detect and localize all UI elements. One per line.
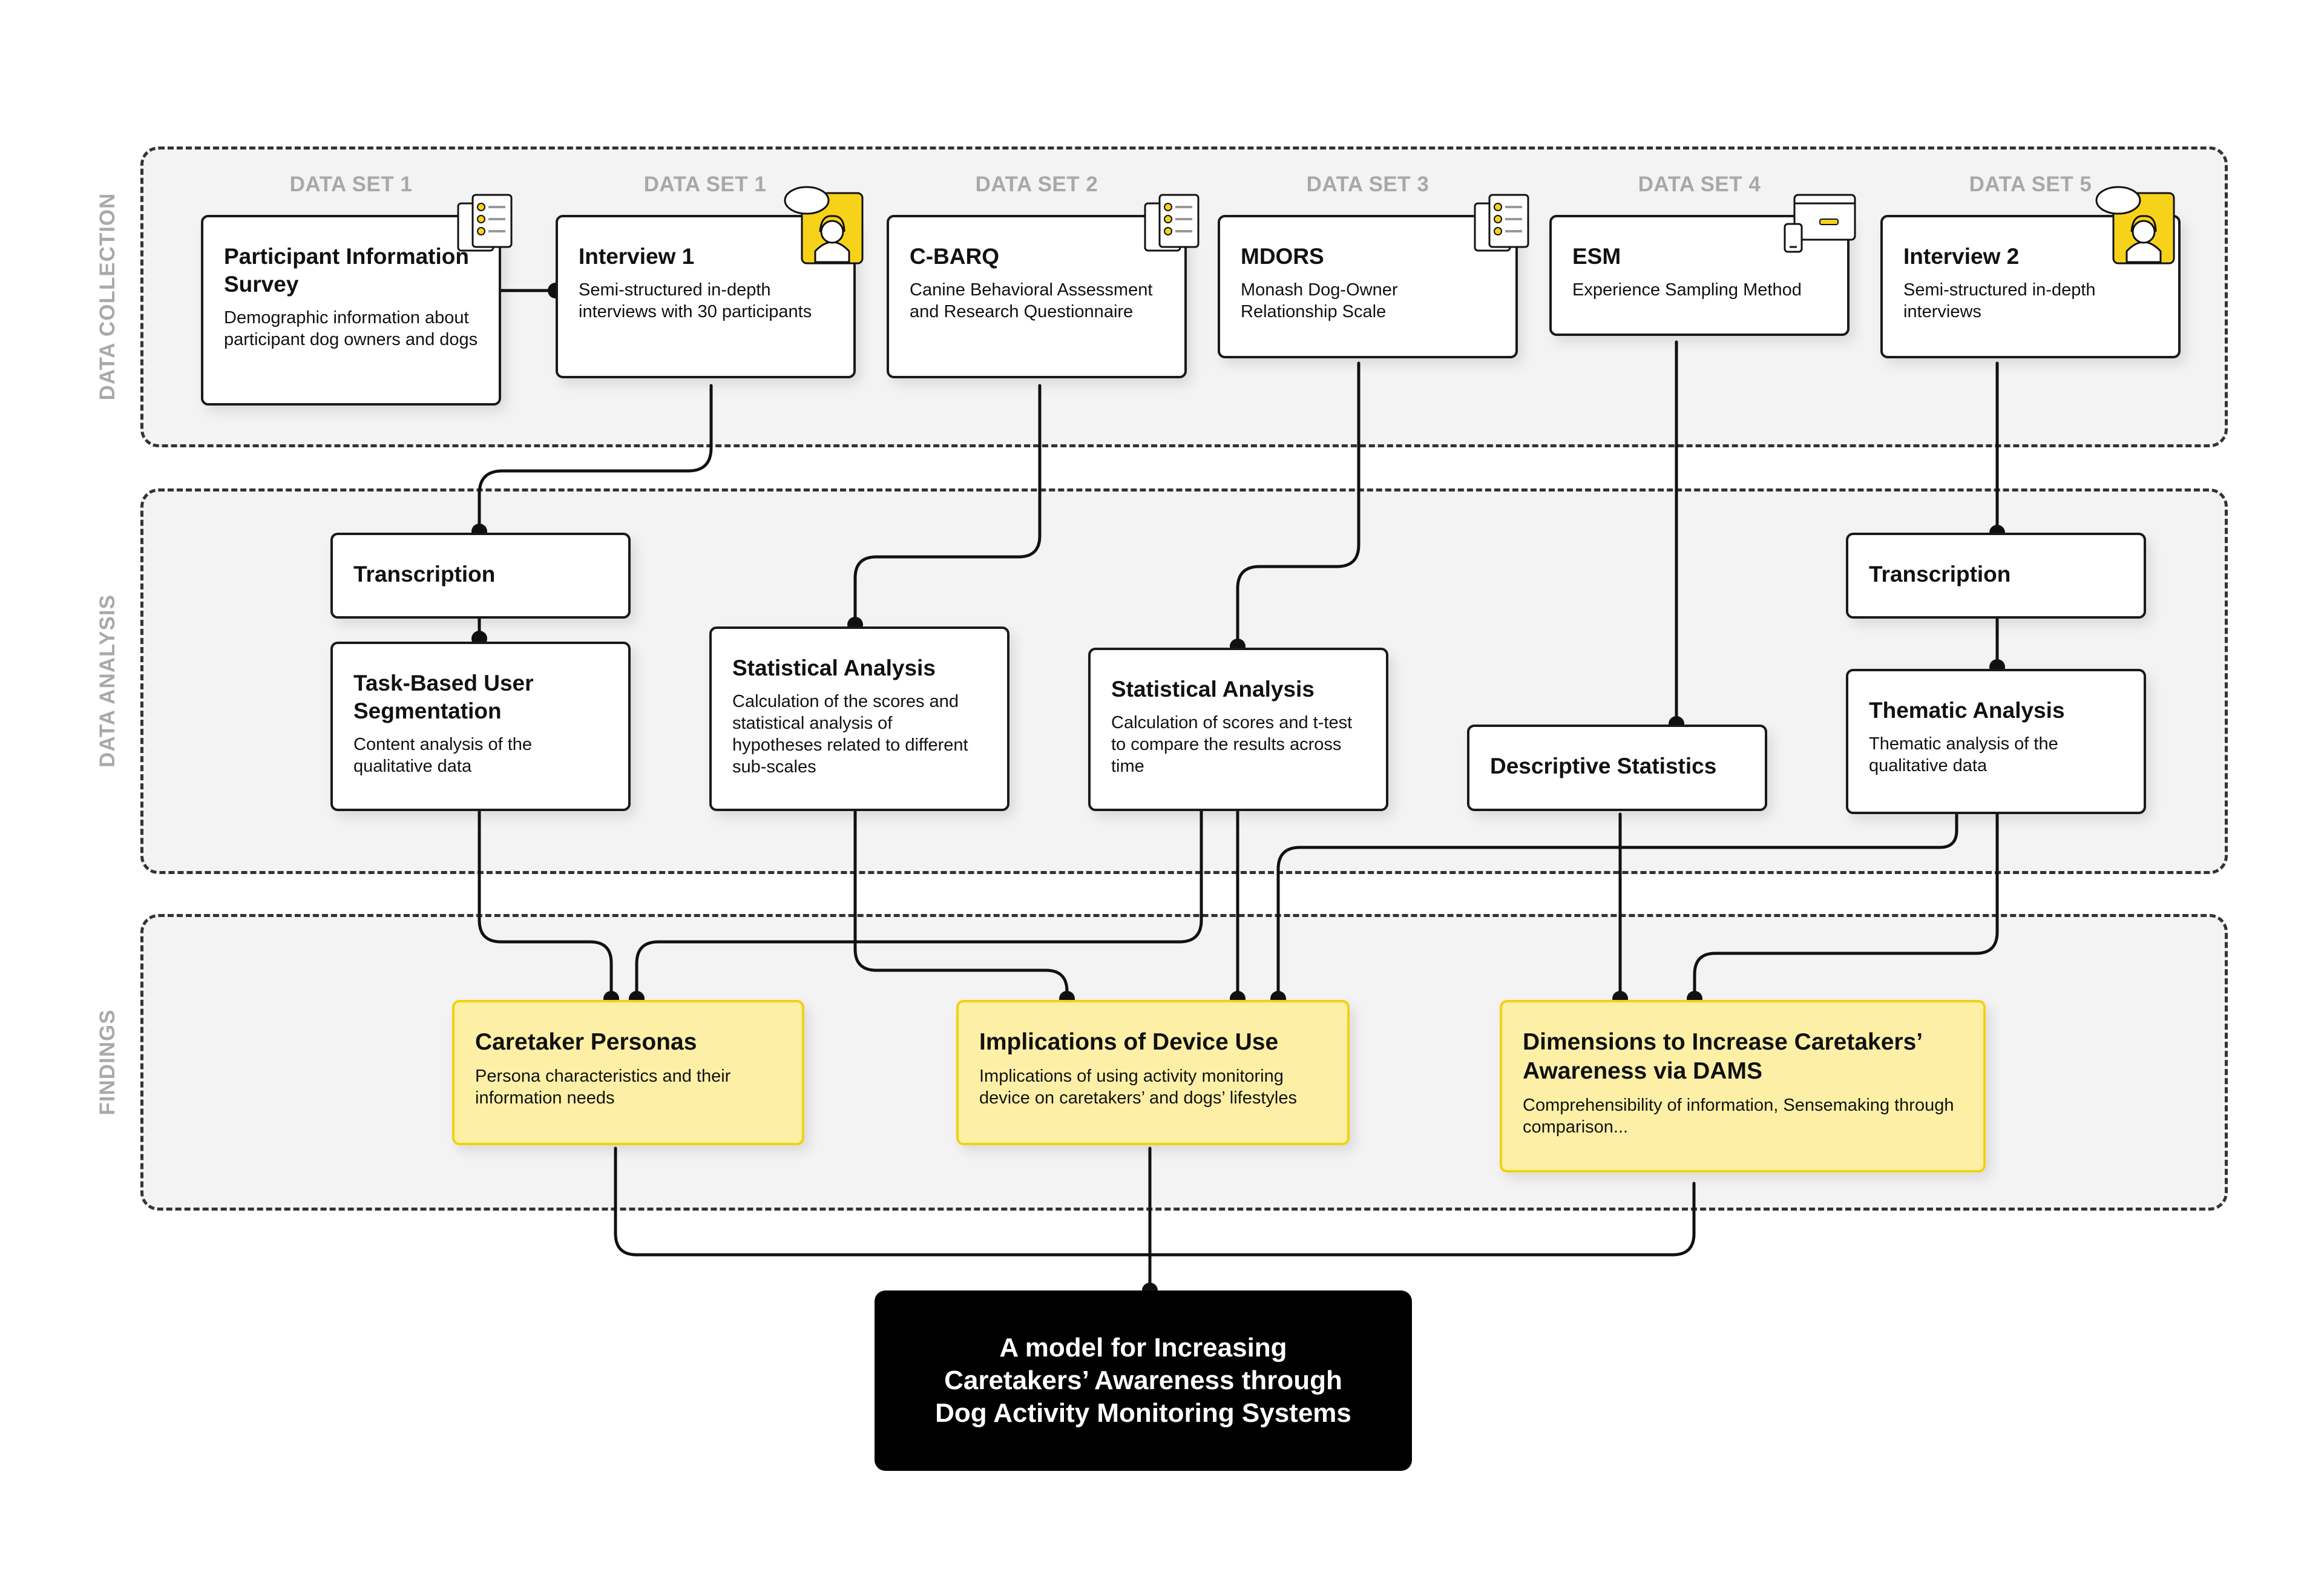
card-description: Thematic analysis of the qualitative dat… — [1869, 734, 2058, 775]
card-cbarq: C-BARQ Canine Behavioral Assessment and … — [887, 215, 1187, 378]
card-statistical-analysis-2: Statistical Analysis Calculation of scor… — [1088, 648, 1388, 811]
card-description: Calculation of the scores and statistica… — [732, 692, 968, 777]
card-dimensions-dams: Dimensions to Increase Caretakers’ Aware… — [1500, 1000, 1986, 1172]
final-model-line: Dog Activity Monitoring Systems — [935, 1398, 1351, 1428]
card-description: Comprehensibility of information, Sensem… — [1523, 1096, 1954, 1137]
final-model-line: A model for Increasing — [999, 1333, 1287, 1363]
final-model-box: A model for Increasing Caretakers’ Aware… — [875, 1290, 1412, 1471]
card-title: Participant Information Survey — [224, 244, 469, 297]
card-title: Thematic Analysis — [1869, 698, 2065, 723]
card-transcription-1: Transcription — [330, 533, 631, 619]
data-collection-label: DATA COLLECTION — [96, 192, 119, 401]
card-title: Interview 1 — [579, 244, 695, 269]
checklist-icon — [1144, 194, 1200, 252]
card-title: Descriptive Statistics — [1490, 754, 1717, 778]
dataset-label: DATA SET 5 — [1969, 173, 2092, 196]
card-implications-device-use: Implications of Device Use Implications … — [956, 1000, 1350, 1145]
findings-label: FINDINGS — [96, 1009, 119, 1116]
card-thematic-analysis: Thematic Analysis Thematic analysis of t… — [1846, 669, 2146, 814]
connector-thematic-dimensions — [1693, 812, 1999, 1001]
dataset-label: DATA SET 1 — [289, 173, 413, 196]
dataset-label: DATA SET 2 — [975, 173, 1098, 196]
card-description: Calculation of scores and t-test to comp… — [1111, 713, 1353, 776]
dataset-label: DATA SET 4 — [1638, 173, 1761, 196]
connector-findings-merge — [614, 1146, 1696, 1257]
card-title: MDORS — [1241, 244, 1324, 269]
card-description: Monash Dog-Owner Relationship Scale — [1241, 280, 1398, 321]
connector-stats1-implications — [853, 809, 1069, 1001]
card-title: Transcription — [1869, 562, 2011, 587]
connector-thematic-implications — [1276, 812, 1958, 1001]
dataset-label: DATA SET 1 — [643, 173, 767, 196]
card-title: Transcription — [353, 562, 496, 587]
card-description: Implications of using activity monitorin… — [979, 1067, 1297, 1108]
connector-mdors-stats — [1236, 361, 1361, 648]
card-description: Semi-structured in-depth interviews — [1903, 280, 2096, 321]
card-description: Content analysis of the qualitative data — [353, 735, 533, 776]
card-interview-1: Interview 1 Semi-structured in-depth int… — [556, 215, 856, 378]
checklist-icon — [1474, 194, 1529, 252]
card-descriptive-statistics: Descriptive Statistics — [1467, 725, 1767, 811]
card-title: Statistical Analysis — [1111, 677, 1315, 702]
person-speech-icon — [784, 186, 864, 265]
card-title: C-BARQ — [910, 244, 999, 269]
card-caretaker-personas: Caretaker Personas Persona characteristi… — [452, 1000, 804, 1145]
card-task-based-segmentation: Task-Based User Segmentation Content ana… — [330, 642, 631, 811]
connector-interview1-transcription — [478, 384, 713, 533]
card-description: Experience Sampling Method — [1572, 280, 1802, 300]
device-icon — [1784, 194, 1856, 253]
checklist-icon — [457, 194, 513, 252]
card-title: Caretaker Personas — [475, 1029, 697, 1055]
card-participant-survey: Participant Information Survey Demograph… — [201, 215, 501, 406]
card-title: Dimensions to Increase Caretakers’ Aware… — [1523, 1029, 1922, 1084]
connector-stats2-personas — [635, 809, 1203, 1001]
card-description: Persona characteristics and their inform… — [475, 1067, 731, 1108]
connector-cbarq-stats — [853, 384, 1042, 626]
card-title: Implications of Device Use — [979, 1029, 1279, 1055]
card-title: Statistical Analysis — [732, 656, 936, 680]
card-title: ESM — [1572, 244, 1621, 269]
card-description: Demographic information about participan… — [224, 308, 478, 349]
card-title: Interview 2 — [1903, 244, 2020, 269]
card-mdors: MDORS Monash Dog-Owner Relationship Scal… — [1218, 215, 1518, 358]
data-analysis-label: DATA ANALYSIS — [96, 594, 119, 768]
card-description: Semi-structured in-depth interviews with… — [579, 280, 812, 321]
final-model-line: Caretakers’ Awareness through — [944, 1366, 1342, 1395]
dataset-label: DATA SET 3 — [1306, 173, 1430, 196]
connector-segmentation-personas — [478, 809, 613, 1001]
card-title: Task-Based User Segmentation — [353, 671, 534, 723]
card-description: Canine Behavioral Assessment and Researc… — [910, 280, 1153, 321]
card-transcription-2: Transcription — [1846, 533, 2146, 619]
card-statistical-analysis-1: Statistical Analysis Calculation of the … — [709, 626, 1009, 811]
person-speech-icon — [2095, 186, 2175, 265]
